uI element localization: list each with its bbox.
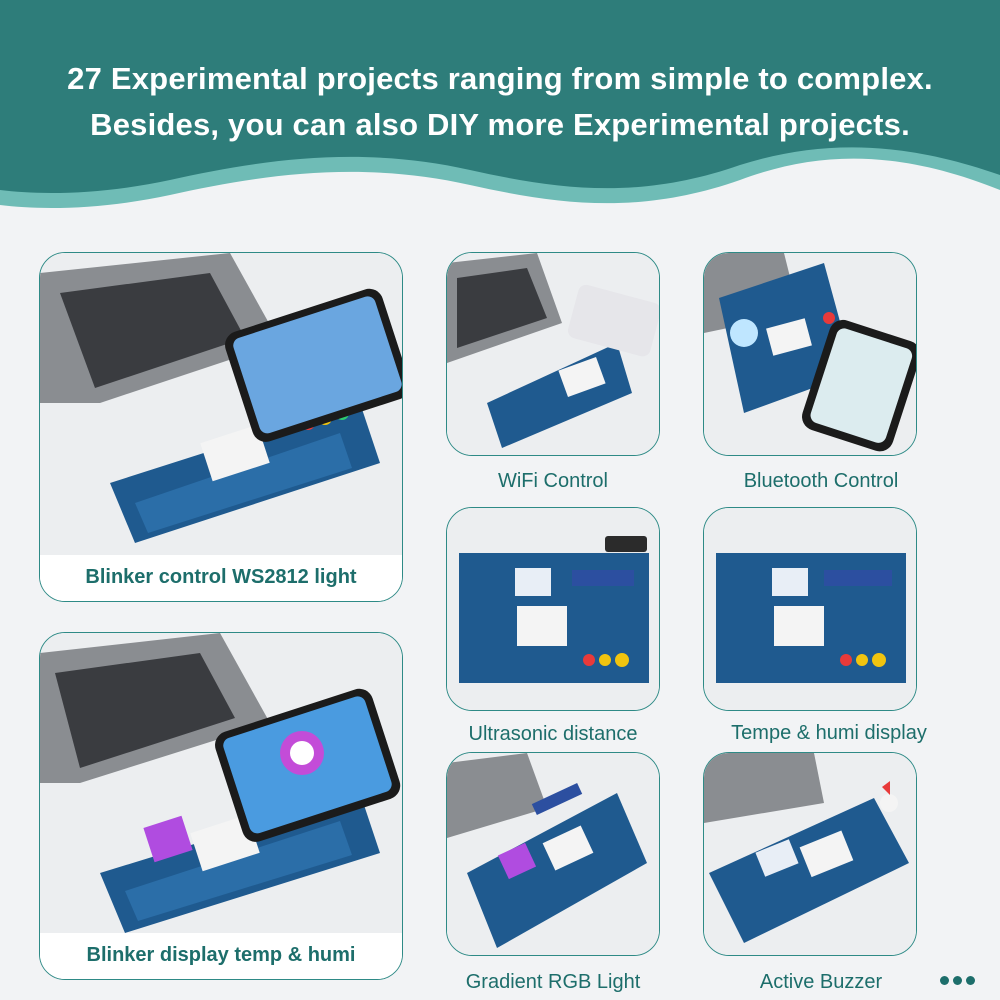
- more-dots-icon: [940, 976, 980, 990]
- kit-photo: [704, 753, 916, 955]
- kit-photo: [704, 508, 916, 710]
- project-caption: Tempe & humi display: [731, 722, 927, 744]
- project-card-bluetooth-control: [703, 252, 917, 456]
- project-caption: WiFi Control: [497, 470, 608, 492]
- kit-photo: [447, 753, 659, 955]
- project-card-active-buzzer: [703, 752, 917, 956]
- project-label: Blinker control WS2812 light: [40, 555, 402, 601]
- project-card-gradient-rgb-light: [446, 752, 660, 956]
- project-card-blinker-ws2812: Blinker control WS2812 light: [39, 252, 403, 602]
- project-card-ultrasonic-distance: [446, 507, 660, 711]
- headline-line-1: 27 Experimental projects ranging from si…: [67, 61, 933, 96]
- project-card-wifi-control: [446, 252, 660, 456]
- kit-photo: [40, 633, 402, 979]
- headline: 27 Experimental projects ranging from si…: [0, 56, 1000, 148]
- headline-line-2: Besides, you can also DIY more Experimen…: [90, 107, 910, 142]
- header-wave: [0, 0, 1000, 208]
- kit-photo: [447, 253, 659, 455]
- project-caption: Ultrasonic distance: [468, 723, 638, 745]
- project-card-tempe-humi-display: [703, 507, 917, 711]
- project-caption: Bluetooth Control: [743, 470, 899, 492]
- project-card-blinker-temp-humi: Blinker display temp & humi: [39, 632, 403, 980]
- project-caption: Active Buzzer: [759, 971, 883, 993]
- kit-photo: [447, 508, 659, 710]
- project-label: Blinker display temp & humi: [40, 933, 402, 979]
- header-banner: 27 Experimental projects ranging from si…: [0, 0, 1000, 240]
- kit-photo: [704, 253, 916, 455]
- project-caption: Gradient RGB Light: [465, 971, 641, 993]
- kit-photo: [40, 253, 402, 601]
